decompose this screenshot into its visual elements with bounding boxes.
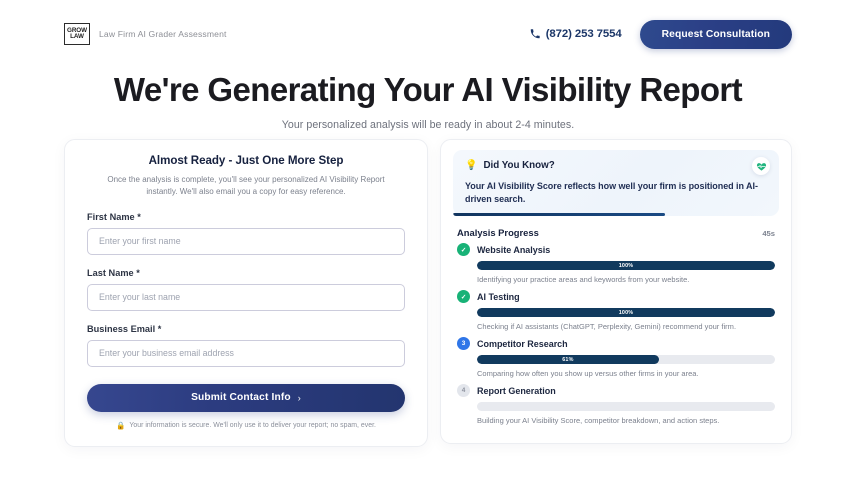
logo-line-2: LAW bbox=[70, 33, 84, 40]
progress-step: ✓ AI Testing 100% Checking if AI assistants… bbox=[457, 290, 775, 331]
last-name-input[interactable] bbox=[87, 283, 405, 311]
progress-steps-list: ✓ Website Analysis 100% Identifying your pr… bbox=[453, 243, 779, 425]
progress-step-name: Website Analysis bbox=[477, 244, 551, 255]
brand-tagline: Law Firm AI Grader Assessment bbox=[99, 29, 227, 39]
first-name-input[interactable] bbox=[87, 227, 405, 255]
progress-bar-fill: 100% bbox=[477, 261, 775, 271]
did-you-know-progress-fill bbox=[453, 213, 665, 217]
did-you-know-header: 💡 Did You Know? bbox=[465, 160, 767, 171]
cards-row: Almost Ready - Just One More Step Once t… bbox=[64, 139, 792, 447]
progress-bar-percent: 100% bbox=[618, 309, 634, 316]
check-icon: ✓ bbox=[457, 243, 470, 257]
progress-step-header: ✓ Website Analysis bbox=[457, 243, 775, 257]
brand[interactable]: GROW LAW Law Firm AI Grader Assessment bbox=[64, 23, 227, 45]
phone-icon bbox=[530, 29, 540, 39]
step-number-badge: 4 bbox=[457, 384, 470, 398]
progress-bar-track: 100% bbox=[477, 308, 775, 318]
progress-bar-track bbox=[477, 402, 775, 412]
progress-bar-fill: 100% bbox=[477, 308, 775, 318]
page-title: We're Generating Your AI Visibility Repo… bbox=[113, 71, 743, 108]
business-email-input[interactable] bbox=[87, 339, 405, 367]
did-you-know-body: Your AI Visibility Score reflects how we… bbox=[465, 181, 758, 204]
contact-form-card: Almost Ready - Just One More Step Once t… bbox=[64, 139, 428, 447]
logo-line-1: GROW bbox=[67, 26, 87, 34]
header-actions: (872) 253 7554 Request Consultation bbox=[530, 19, 792, 49]
progress-step: 3 Competitor Research 61% Comparing how oft… bbox=[457, 337, 775, 378]
progress-header: Analysis Progress 45s bbox=[457, 227, 775, 238]
form-title: Almost Ready - Just One More Step bbox=[148, 154, 344, 167]
submit-button-label: Submit Contact Info bbox=[191, 392, 291, 404]
security-note-text: Your information is secure. We'll only u… bbox=[129, 421, 376, 429]
field-first-name: First Name * bbox=[87, 212, 405, 255]
progress-step-description: Checking if AI assistants (ChatGPT, Perp… bbox=[477, 322, 737, 332]
progress-step-header: 3 Competitor Research bbox=[457, 337, 775, 351]
heart-pulse-icon bbox=[756, 162, 766, 171]
did-you-know-panel: 💡 Did You Know? Your AI Visibility Score… bbox=[453, 150, 779, 217]
form-subtitle: Once the analysis is complete, you'll se… bbox=[107, 175, 385, 197]
page-subtitle: Your personalized analysis will be ready… bbox=[281, 118, 575, 131]
progress-step-name: Report Generation bbox=[477, 385, 556, 396]
analysis-progress-card: 💡 Did You Know? Your AI Visibility Score… bbox=[440, 139, 792, 445]
progress-bar-percent: 61% bbox=[562, 356, 574, 363]
progress-bar-track: 61% bbox=[477, 355, 775, 365]
check-icon: ✓ bbox=[457, 290, 470, 304]
business-email-label: Business Email * bbox=[87, 323, 162, 334]
hero-section: We're Generating Your AI Visibility Repo… bbox=[0, 70, 856, 131]
lock-icon: 🔒 bbox=[116, 420, 126, 430]
security-note: 🔒 Your information is secure. We'll only… bbox=[87, 421, 405, 430]
grow-law-logo[interactable]: GROW LAW bbox=[64, 23, 90, 45]
progress-step-description: Identifying your practice areas and keyw… bbox=[477, 275, 690, 285]
progress-bar-fill: 61% bbox=[477, 355, 659, 365]
did-you-know-title: Did You Know? bbox=[483, 160, 555, 171]
progress-step-header: 4 Report Generation bbox=[457, 384, 775, 398]
progress-bar-track: 100% bbox=[477, 261, 775, 271]
progress-step-name: AI Testing bbox=[477, 291, 520, 302]
first-name-label: First Name * bbox=[87, 211, 141, 222]
field-last-name: Last Name * bbox=[87, 268, 405, 311]
field-business-email: Business Email * bbox=[87, 324, 405, 367]
progress-step-header: ✓ AI Testing bbox=[457, 290, 775, 304]
chevron-right-icon: › bbox=[297, 392, 301, 403]
heart-pulse-badge bbox=[752, 157, 770, 175]
submit-contact-info-button[interactable]: Submit Contact Info › bbox=[87, 383, 405, 412]
progress-timer: 45s bbox=[762, 229, 775, 239]
progress-title: Analysis Progress bbox=[457, 227, 539, 239]
step-number-badge: 3 bbox=[457, 337, 470, 351]
phone-number: (872) 253 7554 bbox=[545, 28, 622, 40]
did-you-know-progress-track bbox=[453, 213, 779, 217]
request-consultation-button[interactable]: Request Consultation bbox=[639, 19, 792, 49]
progress-step: ✓ Website Analysis 100% Identifying your pr… bbox=[457, 243, 775, 284]
progress-bar-percent: 100% bbox=[618, 262, 634, 269]
site-header: GROW LAW Law Firm AI Grader Assessment (… bbox=[0, 0, 856, 68]
lightbulb-icon: 💡 bbox=[465, 160, 478, 171]
progress-step-name: Competitor Research bbox=[477, 338, 568, 349]
progress-step-description: Comparing how often you show up versus o… bbox=[477, 369, 699, 379]
last-name-label: Last Name * bbox=[87, 267, 140, 278]
progress-step-description: Building your AI Visibility Score, compe… bbox=[477, 416, 720, 426]
phone-link[interactable]: (872) 253 7554 bbox=[530, 28, 622, 40]
